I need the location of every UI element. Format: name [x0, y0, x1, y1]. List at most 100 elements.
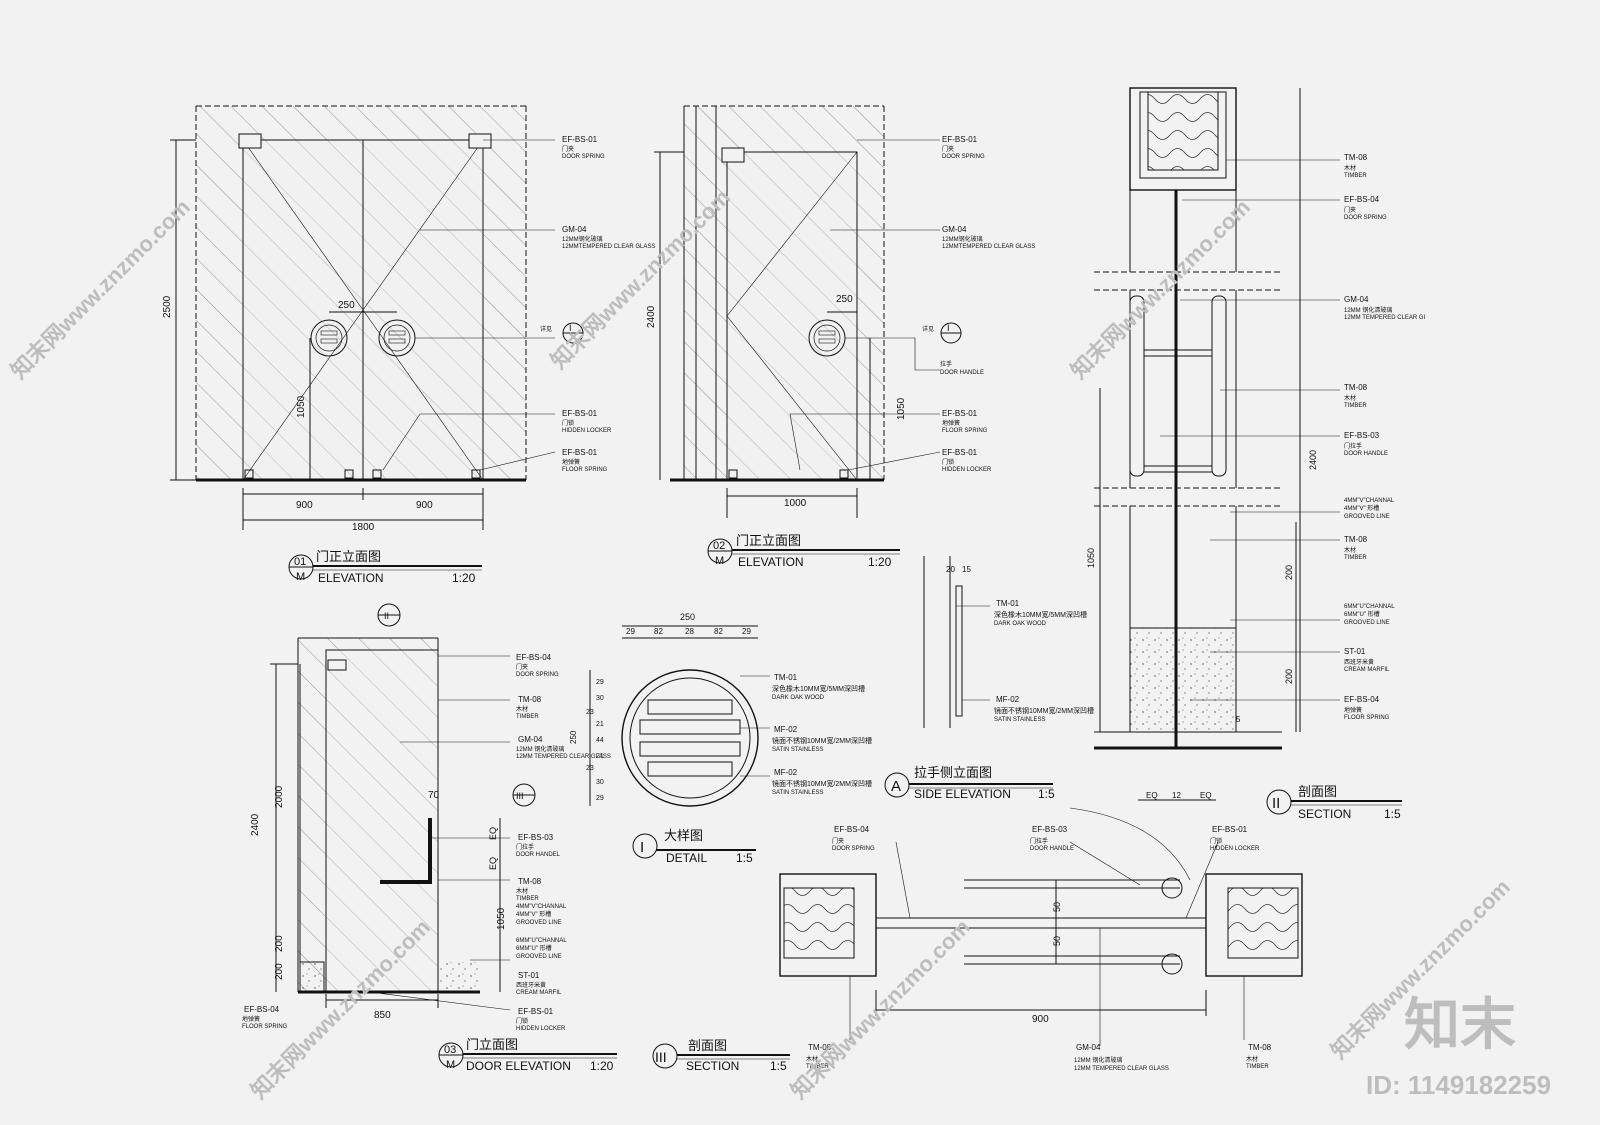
v01-view-num: 01: [294, 556, 306, 568]
v03-note-floor-spring-cn: 地弹簧: [242, 1015, 260, 1023]
watermark-text-3: 知末网www.znzmo.com: [1066, 194, 1255, 383]
v02-note-locker-cn: 门锁: [942, 458, 954, 466]
v02-title-cn: 门正立面图: [736, 533, 801, 548]
va-mark: A: [891, 778, 901, 795]
vii-dim-2400: 2400: [1308, 450, 1318, 470]
v01-tag-door-spring: EF-BS-01: [562, 135, 598, 144]
v02-tag-locker: EF-BS-01: [942, 448, 978, 457]
v02-note-handle-en: DOOR HANDLE: [940, 370, 984, 376]
vii-dim-200a: 200: [1284, 565, 1294, 580]
viii-note-locker-cn: 门锁: [1210, 837, 1222, 845]
vii-tag-handle: EF-BS-03: [1344, 431, 1380, 440]
vi-dim-side-7: 23: [586, 765, 594, 772]
vii-tag-stone: ST-01: [1344, 647, 1366, 656]
viii-note-timber-left-en: TIMBER: [806, 1064, 829, 1070]
v01-scale: 1:20: [452, 571, 476, 585]
vii-note-v-groove-cn: 4MM"V" 形槽: [1344, 504, 1379, 512]
vi-dim-side-2: 30: [596, 695, 604, 702]
viii-scale: 1:5: [770, 1059, 787, 1073]
watermark-brand: 知末: [1404, 993, 1516, 1056]
vii-tag-timber: TM-08: [1344, 153, 1368, 162]
vi-tag-oak: TM-01: [774, 673, 798, 682]
viii-note-timber-right-en: TIMBER: [1246, 1064, 1269, 1070]
vi-dim-side-8: 30: [596, 779, 604, 786]
v01-dim-handle-gap: 250: [338, 300, 355, 311]
v01-section-mark: I: [569, 323, 572, 333]
v02-dim-handle-gap: 250: [836, 294, 853, 305]
vi-title-en: DETAIL: [666, 851, 707, 865]
v03-dim-2000: 2000: [274, 785, 285, 808]
v03-mark-iii: III: [516, 791, 524, 801]
vi-title-cn: 大样图: [664, 828, 703, 843]
v03-dim-height: 2400: [250, 813, 261, 836]
vii-dim-mid: 12: [1172, 791, 1181, 800]
v02-view-num: 02: [713, 540, 725, 552]
vii-note-u-groove-en: 6MM"U"CHANNAL: [1344, 604, 1395, 610]
vii-note-glass-en: 12MM TEMPERED CLEAR GI: [1344, 315, 1426, 321]
vii-dim-eq-left: EQ: [1146, 791, 1158, 800]
v03-note-grooved-line: GROOVED LINE: [516, 920, 562, 926]
vii-note-grooved-line2: GROOVED LINE: [1344, 620, 1390, 626]
vi-dim-side-9: 29: [596, 795, 604, 802]
v03-note-stone-cn: 西班牙米黄: [516, 981, 546, 989]
v03-note-handle-en: DOOR HANDEL: [516, 852, 561, 858]
vii-note-door-spring-en: DOOR SPRING: [1344, 215, 1387, 221]
v03-note-locker-en: HIDDEN LOCKER: [516, 1026, 566, 1032]
v03-tag-door-spring: EF-BS-04: [516, 653, 552, 662]
v02-note-glass-en: 12MMTEMPERED CLEAR GLASS: [942, 244, 1035, 250]
v01-tag-locker: EF-BS-01: [562, 409, 598, 418]
v03-note-v-groove-en: 4MM"V"CHANNAL: [516, 904, 567, 910]
watermark-text-1: 知末网www.znzmo.com: [6, 194, 195, 383]
viii-mark: III: [655, 1049, 667, 1065]
v01-title-en: ELEVATION: [318, 571, 384, 585]
viii-title-cn: 剖面图: [688, 1038, 727, 1053]
v02-title-en: ELEVATION: [738, 555, 804, 569]
vii-dim-200b: 200: [1284, 669, 1294, 684]
vii-tag-door-spring: EF-BS-04: [1344, 195, 1380, 204]
v03-dim-width: 850: [374, 1010, 391, 1021]
vii-mark: II: [1272, 795, 1280, 812]
v03-dim-200b: 200: [274, 963, 285, 980]
v03-tag-timber: TM-08: [518, 695, 542, 704]
v03-tag-handle: EF-BS-03: [518, 833, 554, 842]
v03-dim-eq1: EQ: [488, 827, 498, 840]
vii-note-stone-en: CREAM MARFIL: [1344, 667, 1390, 673]
viii-note-handle-en: DOOR HANDLE: [1030, 846, 1074, 852]
vi-dim-side-5: 44: [596, 737, 604, 744]
viii-note-locker-en: HIDDEN LOCKER: [1210, 846, 1260, 852]
v01-dim-handle-h: 1050: [296, 395, 307, 418]
v02-note-handle-cn: 拉手: [940, 360, 952, 368]
vi-dim-total: 250: [680, 612, 695, 622]
v02-note-detail: 详见: [922, 325, 934, 333]
v03-sheet: M: [446, 1059, 455, 1071]
va-note-oak-cn: 深色橡木10MM宽/5MM深凹槽: [994, 610, 1087, 619]
vi-mark: I: [640, 839, 644, 856]
vi-note-stain-cn: 镜面不锈钢10MM宽/2MM深凹槽: [772, 736, 872, 745]
vii-note-v-groove-en: 4MM"V"CHANNAL: [1344, 498, 1395, 504]
vi-dim-top-4: 82: [714, 627, 723, 636]
vi-dim-side-6: 21: [596, 753, 604, 760]
v03-note-handle-cn: 门拉手: [516, 843, 534, 851]
vi-dim-side-1: 29: [596, 679, 604, 686]
viii-tag-handle: EF-BS-03: [1032, 825, 1068, 834]
view-ii-vertical-section: [1094, 87, 1402, 815]
v01-note-glass-cn: 12MM钢化玻璃: [562, 235, 603, 243]
v02-note-door-spring-en: DOOR SPRING: [942, 154, 985, 160]
v02-section-mark: I: [947, 323, 950, 333]
vii-note-floor-spring-en: FLOOR SPRING: [1344, 715, 1390, 721]
vii-note-door-spring-cn: 门夹: [1344, 206, 1356, 214]
vii-note-glass-cn: 12MM 钢化清玻璃: [1344, 306, 1392, 314]
vii-note-timber2-cn: 木材: [1344, 394, 1356, 402]
vii-note-handle-en: DOOR HANDLE: [1344, 451, 1388, 457]
viii-note-timber-right-cn: 木材: [1246, 1055, 1258, 1063]
vi-dim-side-3: 23: [586, 709, 594, 716]
va-title-en: SIDE ELEVATION: [914, 787, 1011, 801]
va-tag-stain: MF-02: [996, 695, 1020, 704]
v03-tag-locker: EF-BS-01: [518, 1007, 554, 1016]
va-tag-oak: TM-01: [996, 599, 1020, 608]
vi-dim-side-4: 21: [596, 721, 604, 728]
view-01-double-door-elevation: [170, 105, 584, 580]
viii-note-handle-cn: 门拉手: [1030, 837, 1048, 845]
v02-dim-handle-h: 1050: [896, 397, 907, 420]
